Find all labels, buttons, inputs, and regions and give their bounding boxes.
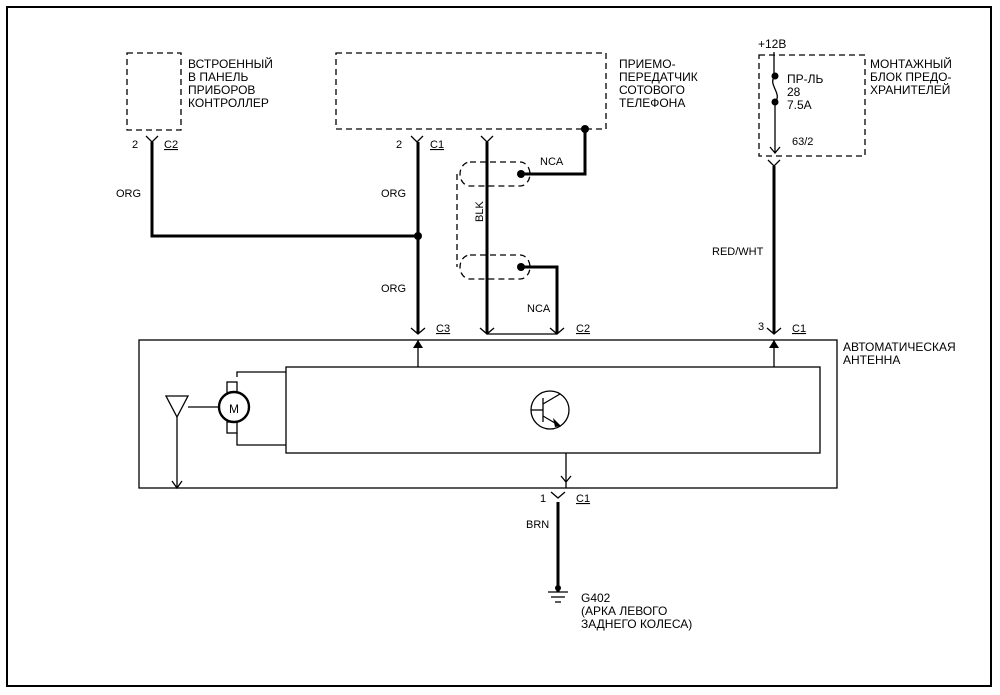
fuse-block-label-1: МОНТАЖНЫЙ <box>870 56 952 71</box>
antenna-c3: C3 <box>436 323 450 335</box>
antenna-icon <box>164 395 190 490</box>
ground-label-1: G402 <box>581 591 611 605</box>
cluster-pin: 2 <box>132 139 138 151</box>
cell-transceiver: ПРИЕМО- ПЕРЕДАТЧИК СОТОВОГО ТЕЛЕФОНА 2 C… <box>335 52 698 151</box>
transceiver-label-2: ПЕРЕДАТЧИК <box>619 70 698 84</box>
transceiver-connector: C1 <box>430 139 444 151</box>
fuse-label-2: 28 <box>787 85 801 99</box>
ground-label-2: (АРКА ЛЕВОГО <box>581 604 667 618</box>
antenna-c2: C2 <box>576 323 590 335</box>
wire-blk: BLK <box>474 201 486 222</box>
ground-label-3: ЗАДНЕГО КОЛЕСА) <box>581 617 692 631</box>
bottom-c1-pin: 1 <box>540 493 546 505</box>
wire-nca-1: NCA <box>540 156 564 168</box>
cluster-controller-label-3: ПРИБОРОВ <box>188 83 255 97</box>
cluster-controller-label-1: ВСТРОЕННЫЙ <box>188 56 273 71</box>
wire-red-wht: RED/WHT <box>712 246 764 258</box>
fuse-block-label-3: ХРАНИТЕЛЕЙ <box>870 82 950 97</box>
wire-brn: BRN <box>526 519 549 531</box>
cluster-controller: ВСТРОЕННЫЙ В ПАНЕЛЬ ПРИБОРОВ КОНТРОЛЛЕР … <box>126 52 273 151</box>
cluster-controller-label-2: В ПАНЕЛЬ <box>188 70 249 84</box>
transceiver-label-4: ТЕЛЕФОНА <box>619 96 685 110</box>
wiring: ORG ORG ORG BLK NCA NCA RED/WHT BRN <box>116 125 776 592</box>
cluster-connector: C2 <box>164 139 178 151</box>
fuse-label-1: ПР-ЛЬ <box>787 72 824 86</box>
antenna-label-2: АНТЕННА <box>843 353 900 367</box>
transceiver-pin: 2 <box>396 139 402 151</box>
antenna-top-connectors: C3 C2 3 C1 <box>410 321 806 335</box>
ground-circuit: 1 C1 G402 (АРКА ЛЕВОГО ЗАДНЕГО КОЛЕСА) <box>540 491 692 631</box>
wire-nca-2: NCA <box>527 303 551 315</box>
transceiver-label-3: СОТОВОГО <box>619 83 685 97</box>
ground-icon <box>548 585 568 603</box>
transceiver-label-1: ПРИЕМО- <box>619 57 676 71</box>
wire-org-1: ORG <box>116 188 141 200</box>
fuse-label-3: 7.5A <box>787 98 812 112</box>
fuse-terminal: 63/2 <box>792 136 813 148</box>
fuse-supply: +12В <box>758 37 786 51</box>
fuse-block-label-2: БЛОК ПРЕДО- <box>870 70 952 84</box>
fuse-block: +12В МОНТАЖНЫЙ БЛОК ПРЕДО- ХРАНИТЕЛЕЙ ПР… <box>758 37 952 167</box>
wire-org-3: ORG <box>381 283 406 295</box>
wire-org-2: ORG <box>381 188 406 200</box>
bottom-c1: C1 <box>576 493 590 505</box>
power-antenna: АВТОМАТИЧЕСКАЯ АНТЕННА M <box>138 339 956 490</box>
cluster-controller-label-4: КОНТРОЛЛЕР <box>188 96 269 110</box>
motor-icon: M <box>188 371 286 446</box>
antenna-c1-pin: 3 <box>758 321 764 333</box>
motor-label: M <box>229 402 239 416</box>
antenna-c1: C1 <box>792 323 806 335</box>
diagram-frame <box>6 6 992 687</box>
transistor-icon <box>530 390 570 430</box>
antenna-label-1: АВТОМАТИЧЕСКАЯ <box>843 340 956 354</box>
